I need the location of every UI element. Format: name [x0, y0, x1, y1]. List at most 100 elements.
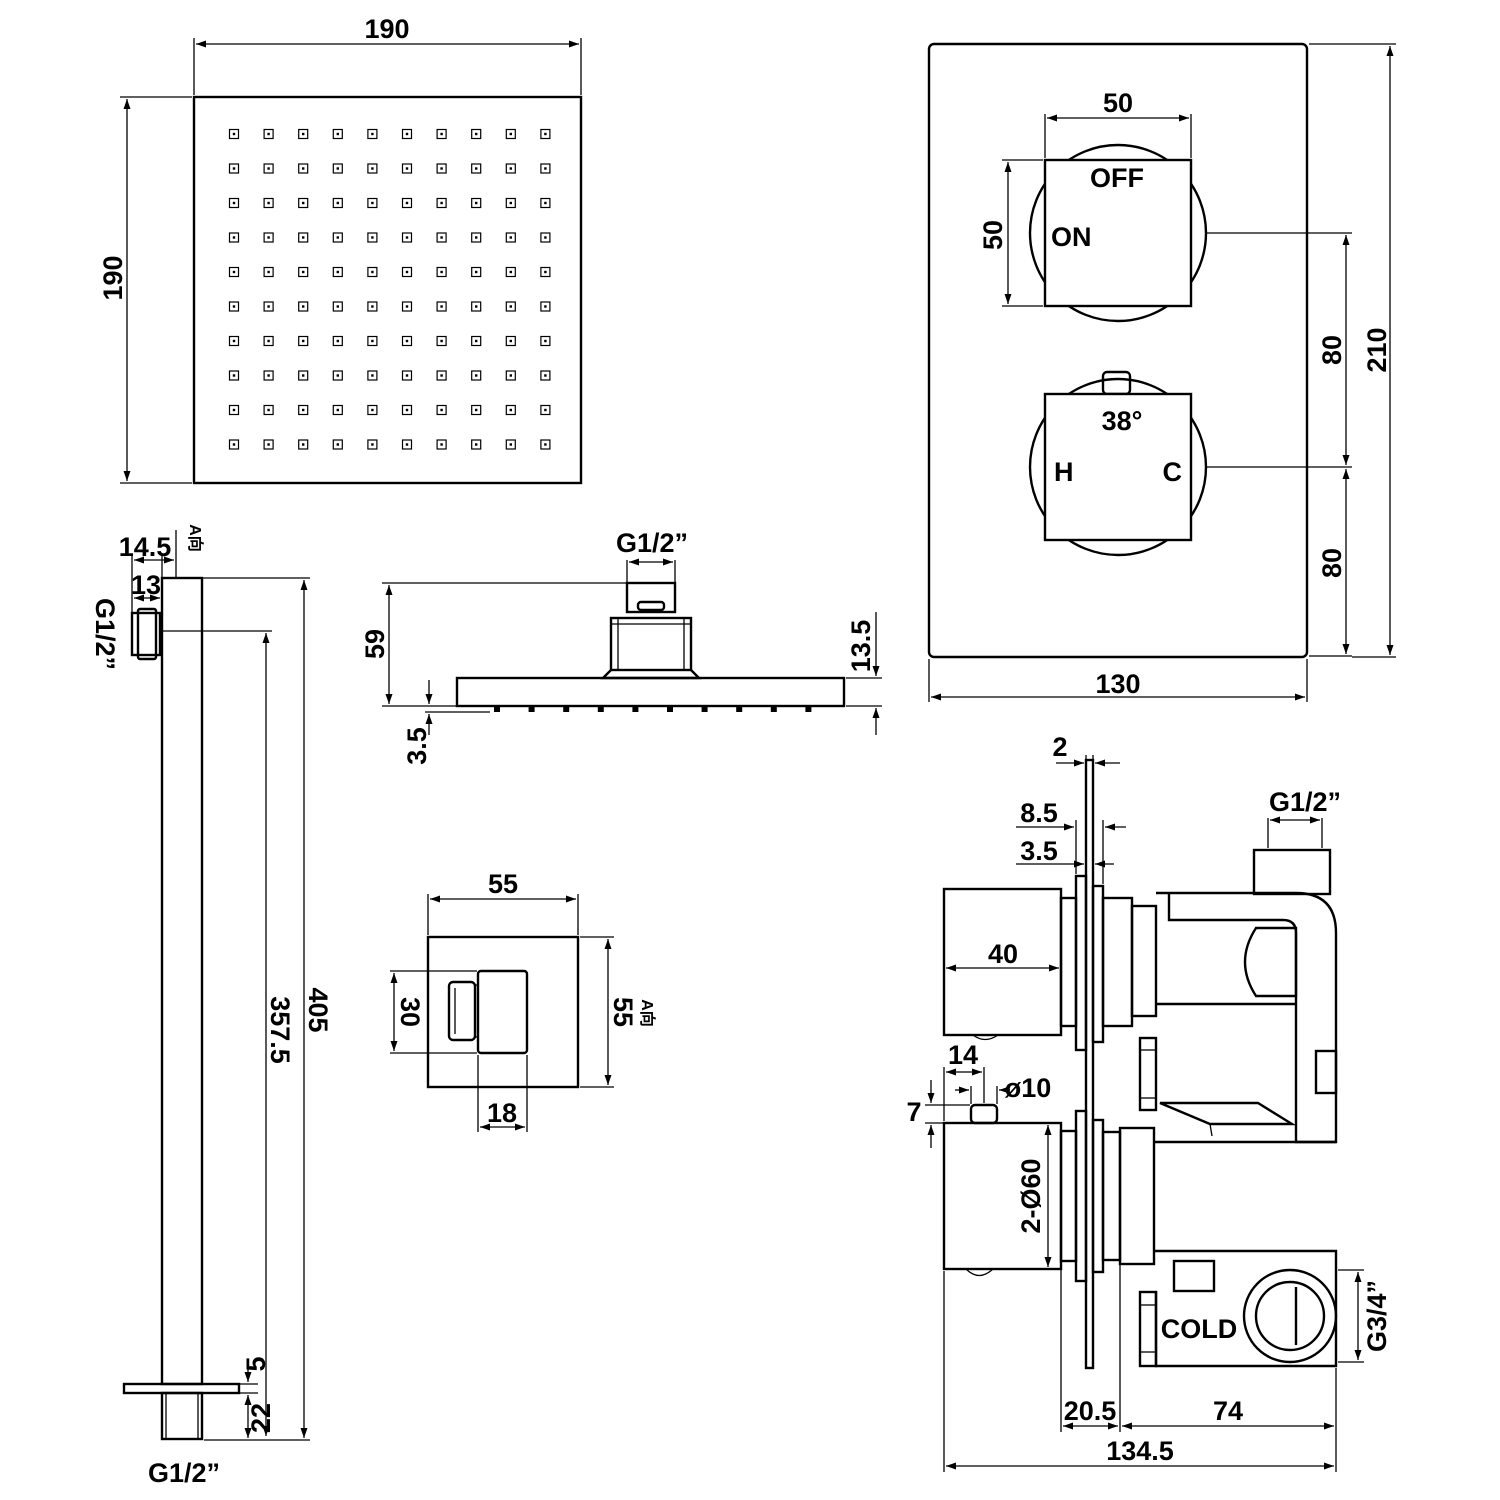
cartridge-bulge [1243, 926, 1298, 998]
nozzle-dot [367, 266, 378, 278]
top-outlet-label: G1/2” [1269, 787, 1341, 817]
pin-diameter-label: ø10 [1005, 1073, 1052, 1103]
arm-pipe [160, 576, 204, 1386]
nozzle-dot [332, 370, 343, 381]
nozzle-dot-center [371, 305, 374, 308]
nozzle-dot [367, 197, 378, 209]
lower-knob-rosette [1028, 377, 1208, 557]
nozzle-dot-center [232, 339, 236, 343]
pin-offset-label: 14 [948, 1040, 978, 1070]
body-nut-1 [1138, 1036, 1158, 1112]
wall-elbow-view: 55 55 A向 30 18 [390, 869, 657, 1132]
nozzle-dot-center [302, 270, 305, 274]
nozzle-dot-center [405, 408, 409, 412]
nozzle-dot-center [232, 167, 236, 170]
side-nozzle [770, 706, 777, 712]
side-nozzle [632, 706, 639, 712]
nozzle-dot-center [509, 270, 512, 274]
cold-label: COLD [1161, 1314, 1238, 1344]
nozzle-dot-center [336, 408, 339, 412]
side-nozzle [667, 706, 673, 712]
nozzle-dot [263, 232, 274, 243]
nozzle-dot-center [336, 201, 339, 205]
plate-width-label: 130 [1095, 669, 1140, 699]
handle-length-label: 40 [988, 939, 1018, 969]
elbow-direction-mark: A向 [638, 999, 657, 1027]
nozzle-dot-center [267, 270, 270, 274]
upper-knob [1043, 158, 1193, 308]
nozzle-dot [401, 266, 413, 278]
nozzle-dot [332, 197, 343, 209]
nozzle-dot [263, 301, 274, 312]
total-depth-label: 134.5 [1106, 1436, 1174, 1466]
nozzle-dot-center [232, 132, 236, 136]
nozzle-dot-center [440, 270, 443, 274]
nozzle-dot-center [336, 374, 339, 377]
nozzle-dot-center [405, 167, 409, 170]
nozzle-dot-center [509, 443, 512, 446]
nozzle-dot [540, 335, 551, 347]
nozzle-dot-center [509, 408, 512, 412]
nozzle-dot-center [509, 305, 512, 308]
nozzle-dot [228, 266, 240, 278]
head-inlet-nut [625, 581, 677, 614]
nozzle-dot-center [440, 305, 443, 308]
arm-direction-mark: A向 [186, 524, 205, 552]
nozzle-dot [367, 439, 378, 450]
arm-outlet [160, 1391, 204, 1441]
nozzle-dot [471, 163, 482, 174]
cold-inlet-nut [1172, 1259, 1216, 1293]
bottom-margin-label: 80 [1317, 548, 1347, 578]
head-inlet-label: G1/2” [616, 528, 688, 558]
nozzle-dot [228, 232, 240, 243]
shower-head-top-view: 190 190 [98, 14, 583, 485]
nozzle-dot [298, 404, 309, 416]
nozzle-dot-center [302, 201, 305, 205]
nozzle-dot-center [544, 305, 547, 308]
nozzle-dot [228, 128, 240, 140]
nozzle-dot-center [371, 270, 374, 274]
pin-height-label: 7 [906, 1097, 921, 1127]
nozzle-dot [471, 439, 482, 450]
nozzle-dot [332, 404, 343, 416]
nozzle-dot-center [302, 408, 305, 412]
nozzle-dot-center [544, 201, 547, 205]
nozzle-dot-center [302, 132, 305, 136]
nozzle-dot-center [440, 443, 443, 446]
nozzle-dot-center [302, 443, 305, 446]
nozzle-dot-center [475, 305, 478, 308]
nozzle-dot [401, 439, 413, 450]
head-inlet-thread [636, 600, 666, 612]
nozzle-dot-center [267, 408, 270, 412]
wall-depth-label: 20.5 [1064, 1396, 1117, 1426]
nozzle-dot [540, 404, 551, 416]
nozzle-dot-center [544, 374, 547, 377]
nozzle-dot-center [405, 201, 409, 205]
nozzle-dot-center [232, 443, 236, 446]
nozzle-dot-center [509, 339, 512, 343]
nozzle-dot-center [544, 236, 547, 239]
nozzle-dot-center [405, 305, 409, 308]
arm-offset-label: 14.5 [119, 532, 172, 562]
nozzle-dot-center [336, 132, 339, 136]
nozzle-dot-center [440, 236, 443, 239]
nozzle-dot [436, 439, 447, 450]
arm-top-inlet-label: G1/2” [90, 598, 120, 670]
nozzle-dot [298, 197, 309, 209]
nozzle-dot-center [475, 201, 478, 205]
shower-head-plate [192, 95, 583, 485]
nozzle-dot [436, 197, 447, 209]
nozzle-dot [505, 439, 516, 450]
arm-flange [122, 1382, 241, 1395]
nozzle-dot-center [336, 443, 339, 446]
nozzle-dot-center [336, 236, 339, 239]
nozzle-dot [471, 266, 482, 278]
nozzle-dot [228, 439, 240, 450]
arm-flange-label: 5 [241, 1356, 271, 1371]
temp-stop-pin [969, 1103, 999, 1125]
nozzle-dot-center [509, 201, 512, 205]
nozzle-dot [367, 370, 378, 381]
nozzle-dot [471, 232, 482, 243]
nozzle-dot-center [267, 339, 270, 343]
nozzle-dot [298, 128, 309, 140]
